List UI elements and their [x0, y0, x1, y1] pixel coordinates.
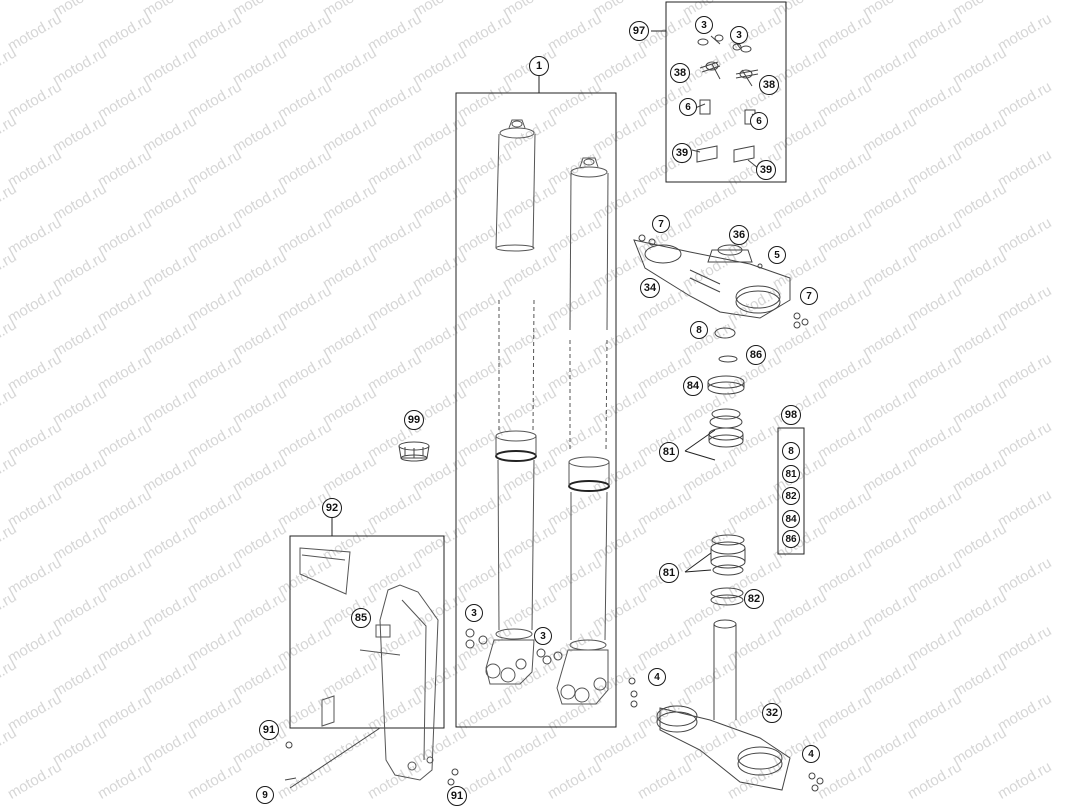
callout-98[interactable]: 98: [781, 405, 801, 425]
callout-3[interactable]: 3: [534, 627, 552, 645]
callout-36[interactable]: 36: [729, 225, 749, 245]
seal-82: [710, 587, 744, 606]
callout-4[interactable]: 4: [648, 668, 666, 686]
kit-98-item-81[interactable]: 81: [782, 465, 800, 483]
fork-guard: [299, 547, 439, 781]
callout-81[interactable]: 81: [659, 563, 679, 583]
kit-98-box: [777, 427, 805, 555]
callout-85[interactable]: 85: [351, 608, 371, 628]
cap-99: [398, 441, 430, 462]
callout-38[interactable]: 38: [670, 63, 690, 83]
callout-3[interactable]: 3: [730, 26, 748, 44]
callout-84[interactable]: 84: [683, 376, 703, 396]
callout-8[interactable]: 8: [690, 321, 708, 339]
o-ring-8: [714, 327, 736, 339]
callout-3[interactable]: 3: [465, 604, 483, 622]
callout-7[interactable]: 7: [652, 215, 670, 233]
callout-6[interactable]: 6: [679, 98, 697, 116]
kit-98-item-82[interactable]: 82: [782, 487, 800, 505]
upper-triple-clamp: [633, 234, 809, 329]
bearing-81-upper: [708, 408, 744, 448]
callout-86[interactable]: 86: [746, 345, 766, 365]
callout-32[interactable]: 32: [762, 703, 782, 723]
fork-bolts: [465, 628, 563, 665]
callout-82[interactable]: 82: [744, 589, 764, 609]
callout-97[interactable]: 97: [629, 21, 649, 41]
kit-98-item-84[interactable]: 84: [782, 510, 800, 528]
callout-34[interactable]: 34: [640, 278, 660, 298]
callout-99[interactable]: 99: [404, 410, 424, 430]
kit-97-parts: [691, 34, 761, 169]
callout-91[interactable]: 91: [447, 786, 467, 806]
kit-98-item-8[interactable]: 8: [782, 442, 800, 460]
callout-4[interactable]: 4: [802, 745, 820, 763]
bearing-84: [707, 375, 745, 395]
seal-86: [718, 355, 738, 363]
callout-7[interactable]: 7: [800, 287, 818, 305]
callout-39[interactable]: 39: [756, 160, 776, 180]
callout-81[interactable]: 81: [659, 442, 679, 462]
fork-guard-box: [289, 535, 445, 729]
kit-97-box: [665, 1, 787, 183]
bearing-81-lower: [710, 534, 746, 576]
left-fork-leg: [485, 119, 537, 685]
fork-assembly-box: [455, 92, 617, 728]
callout-39[interactable]: 39: [672, 143, 692, 163]
callout-5[interactable]: 5: [768, 246, 786, 264]
lower-triple-clamp: [628, 619, 824, 792]
kit-98-item-86[interactable]: 86: [782, 530, 800, 548]
callout-92[interactable]: 92: [322, 498, 342, 518]
callout-38[interactable]: 38: [759, 75, 779, 95]
right-fork-leg: [556, 157, 610, 705]
callout-91[interactable]: 91: [259, 720, 279, 740]
callout-6[interactable]: 6: [750, 112, 768, 130]
callout-9[interactable]: 9: [256, 786, 274, 804]
callout-1[interactable]: 1: [529, 56, 549, 76]
callout-3[interactable]: 3: [695, 16, 713, 34]
